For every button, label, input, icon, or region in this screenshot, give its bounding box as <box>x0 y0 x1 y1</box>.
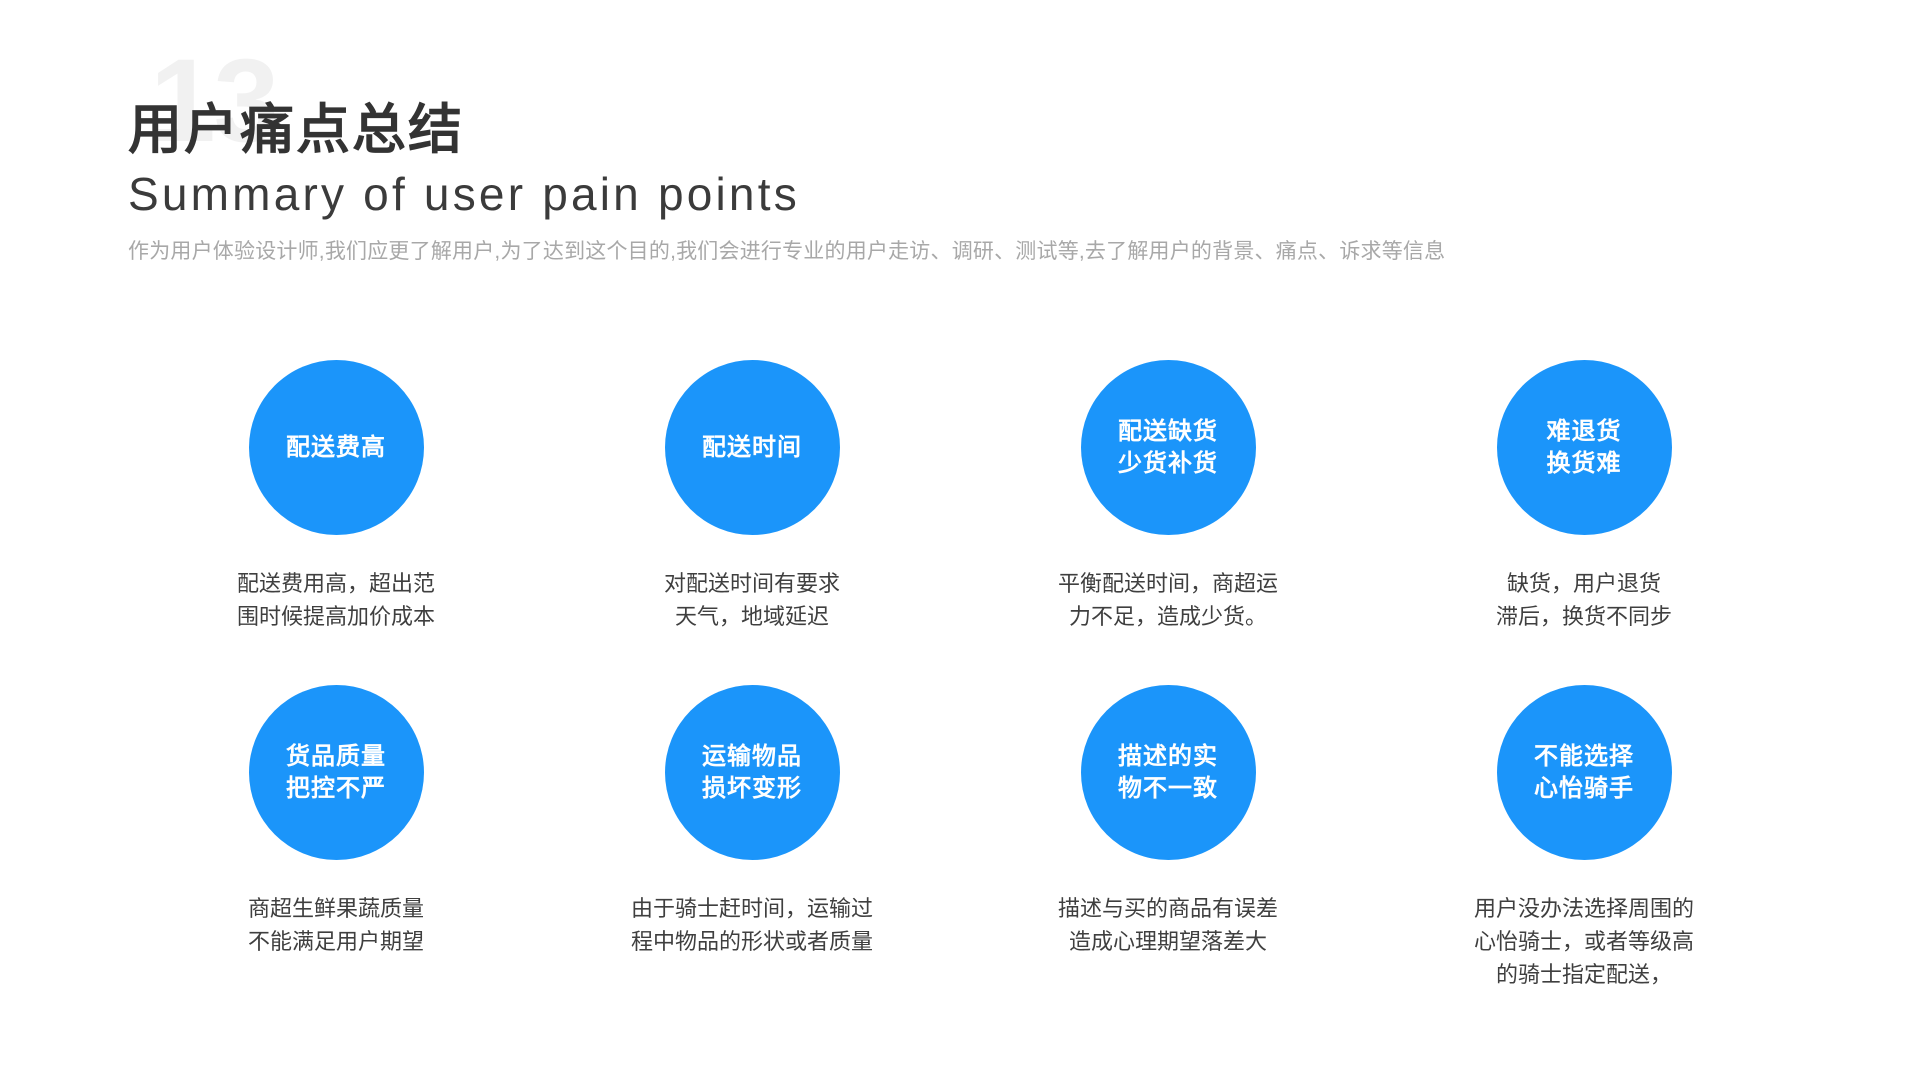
pain-point-cell: 配送费高配送费用高，超出范围时候提高加价成本 <box>128 360 544 633</box>
slide-number-watermark: 13 <box>150 35 279 167</box>
pain-point-caption-line: 的骑士指定配送， <box>1495 962 1672 987</box>
pain-point-caption-line: 由于骑士赶时间，运输过 <box>630 896 873 921</box>
page-title-chinese: 用户痛点总结 <box>128 100 464 160</box>
page-title-english: Summary of user pain points <box>128 167 800 220</box>
pain-point-bubble-label: 少货补货 <box>1118 449 1218 477</box>
pain-point-bubble-label: 物不一致 <box>1118 774 1218 802</box>
pain-point-caption-line: 天气，地域延迟 <box>674 604 829 629</box>
pain-point-caption-line: 商超生鲜果蔬质量 <box>247 896 424 921</box>
pain-point-caption-line: 配送费用高，超出范 <box>236 571 435 596</box>
pain-point-cell: 难退货换货难缺货，用户退货滞后，换货不同步 <box>1376 360 1792 633</box>
pain-point-caption-line: 围时候提高加价成本 <box>236 604 435 629</box>
pain-point-bubble[interactable]: 配送时间 <box>664 360 840 535</box>
pain-point-caption-line: 力不足，造成少货。 <box>1068 604 1267 629</box>
pain-point-caption: 平衡配送时间，商超运力不足，造成少货。 <box>1058 567 1278 633</box>
pain-point-caption-line: 平衡配送时间，商超运 <box>1057 571 1278 596</box>
pain-point-bubble-label: 配送费高 <box>286 433 386 461</box>
pain-point-bubble-label: 把控不严 <box>286 774 386 802</box>
pain-point-bubble-label: 描述的实 <box>1118 742 1218 770</box>
slide-header: 13 用户痛点总结 Summary of user pain points 作为… <box>128 42 1828 267</box>
pain-point-caption: 商超生鲜果蔬质量不能满足用户期望 <box>248 892 424 958</box>
pain-point-bubble[interactable]: 配送缺货少货补货 <box>1080 360 1256 535</box>
pain-point-bubble[interactable]: 描述的实物不一致 <box>1080 685 1256 860</box>
pain-point-caption: 用户没办法选择周围的心怡骑士，或者等级高的骑士指定配送， <box>1474 892 1694 991</box>
pain-point-caption: 配送费用高，超出范围时候提高加价成本 <box>237 567 435 633</box>
pain-point-bubble[interactable]: 不能选择心怡骑手 <box>1496 685 1672 860</box>
pain-point-bubble-label: 损坏变形 <box>702 774 802 802</box>
pain-point-caption-line: 缺货，用户退货 <box>1506 571 1661 596</box>
pain-point-caption-line: 心怡骑士，或者等级高 <box>1473 929 1694 954</box>
pain-point-caption-line: 不能满足用户期望 <box>247 929 424 954</box>
pain-point-bubble-label: 换货难 <box>1546 449 1622 477</box>
pain-point-bubble-label: 不能选择 <box>1534 742 1634 770</box>
pain-point-bubble-label: 配送缺货 <box>1118 417 1218 445</box>
pain-point-bubble[interactable]: 运输物品损坏变形 <box>664 685 840 860</box>
pain-point-cell: 运输物品损坏变形由于骑士赶时间，运输过程中物品的形状或者质量 <box>544 685 960 991</box>
pain-point-caption-line: 对配送时间有要求 <box>663 571 840 596</box>
pain-point-caption-line: 描述与买的商品有误差 <box>1057 896 1278 921</box>
pain-point-cell: 货品质量把控不严商超生鲜果蔬质量不能满足用户期望 <box>128 685 544 991</box>
pain-point-grid: 配送费高配送费用高，超出范围时候提高加价成本配送时间对配送时间有要求天气，地域延… <box>128 360 1792 991</box>
pain-point-cell: 配送缺货少货补货平衡配送时间，商超运力不足，造成少货。 <box>960 360 1376 633</box>
pain-point-bubble[interactable]: 难退货换货难 <box>1496 360 1672 535</box>
pain-point-caption: 对配送时间有要求天气，地域延迟 <box>664 567 840 633</box>
pain-point-caption: 描述与买的商品有误差造成心理期望落差大 <box>1058 892 1278 958</box>
pain-point-cell: 描述的实物不一致描述与买的商品有误差造成心理期望落差大 <box>960 685 1376 991</box>
pain-point-bubble[interactable]: 货品质量把控不严 <box>248 685 424 860</box>
pain-point-bubble-label: 心怡骑手 <box>1534 774 1634 802</box>
pain-point-caption: 由于骑士赶时间，运输过程中物品的形状或者质量 <box>631 892 873 958</box>
pain-point-bubble-label: 难退货 <box>1546 417 1622 445</box>
pain-point-bubble-label: 运输物品 <box>702 742 802 770</box>
pain-point-caption-line: 造成心理期望落差大 <box>1068 929 1267 954</box>
pain-point-bubble-label: 配送时间 <box>702 433 802 461</box>
page-subtitle: 作为用户体验设计师,我们应更了解用户,为了达到这个目的,我们会进行专业的用户走访… <box>128 240 1446 264</box>
pain-point-caption-line: 滞后，换货不同步 <box>1495 604 1672 629</box>
pain-point-caption: 缺货，用户退货滞后，换货不同步 <box>1496 567 1672 633</box>
pain-point-caption-line: 程中物品的形状或者质量 <box>630 929 873 954</box>
pain-point-bubble[interactable]: 配送费高 <box>248 360 424 535</box>
pain-point-bubble-label: 货品质量 <box>286 742 386 770</box>
pain-point-cell: 不能选择心怡骑手用户没办法选择周围的心怡骑士，或者等级高的骑士指定配送， <box>1376 685 1792 991</box>
pain-point-caption-line: 用户没办法选择周围的 <box>1473 896 1694 921</box>
pain-point-cell: 配送时间对配送时间有要求天气，地域延迟 <box>544 360 960 633</box>
